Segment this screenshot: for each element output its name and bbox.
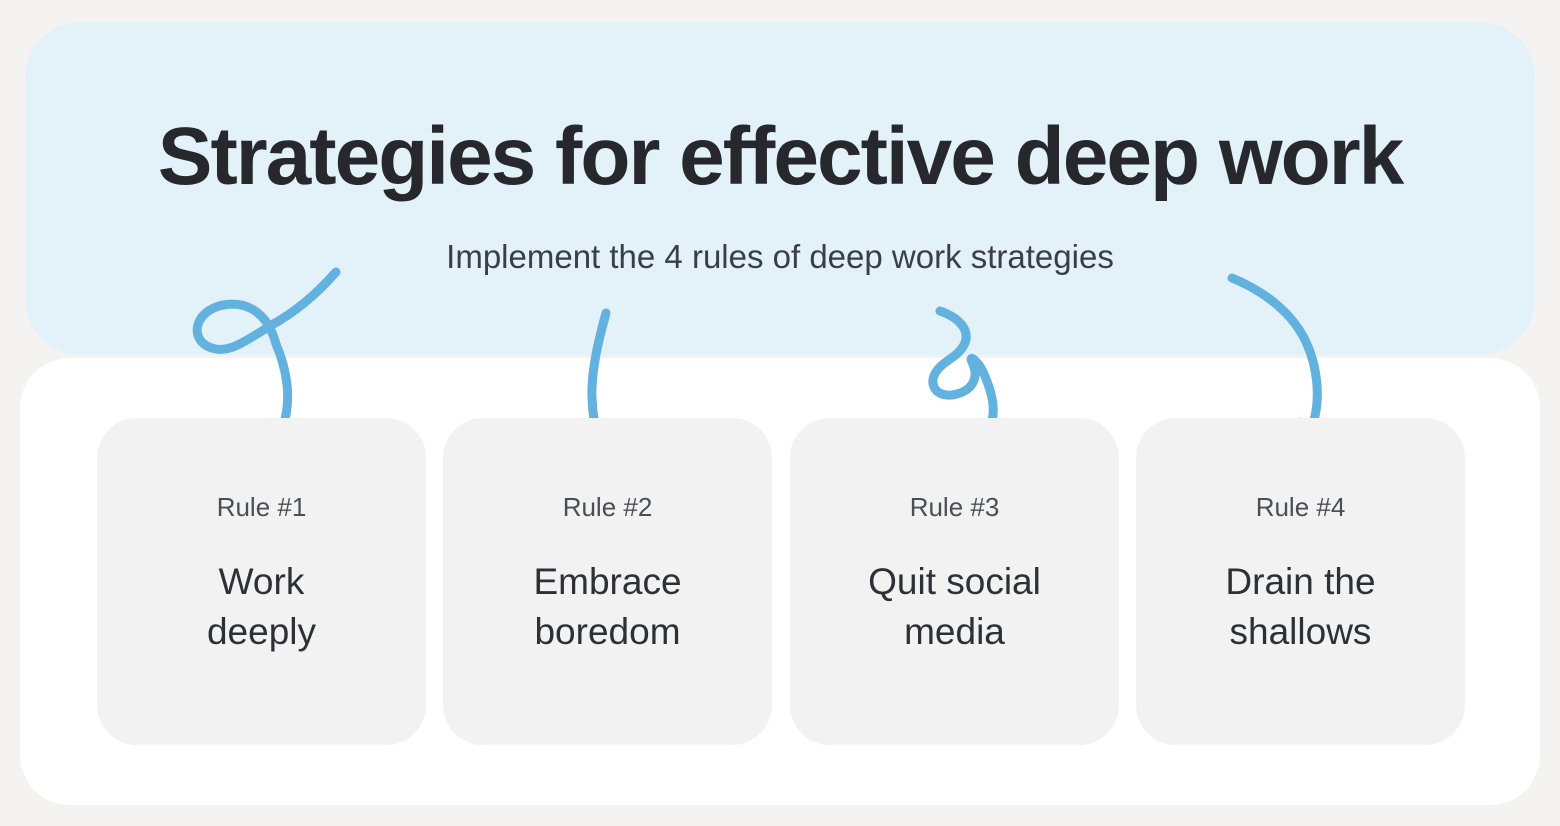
rule-1-title: Work deeply: [206, 561, 317, 653]
page-title: Strategies for effective deep work: [157, 111, 1404, 202]
rule-2-title: Embrace boredom: [533, 561, 682, 653]
rule-4-title: Drain the shallows: [1225, 561, 1376, 653]
rule-card-3: Rule #3 Quit social media: [790, 418, 1119, 745]
rule-2-label: Rule #2: [562, 492, 653, 522]
rule-3-title: Quit social media: [868, 561, 1041, 653]
rule-card-2: Rule #2 Embrace boredom: [443, 418, 772, 745]
rule-3-label: Rule #3: [909, 492, 1000, 522]
page-subtitle: Implement the 4 rules of deep work strat…: [446, 238, 1114, 275]
rule-card-1: Rule #1 Work deeply: [97, 418, 426, 745]
rule-card-4: Rule #4 Drain the shallows: [1136, 418, 1465, 745]
rule-4-label: Rule #4: [1255, 492, 1346, 522]
rule-1-label: Rule #1: [216, 492, 307, 522]
